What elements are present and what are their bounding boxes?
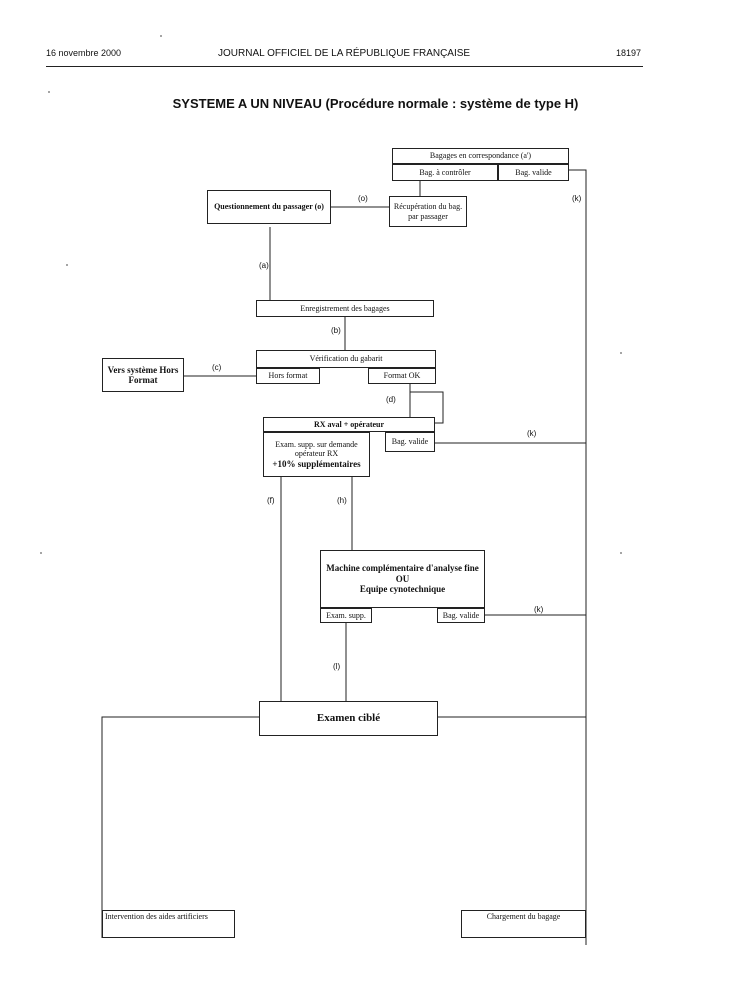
node-verification: Vérification du gabarit xyxy=(256,350,436,368)
edge-label-k-low: (k) xyxy=(534,605,544,614)
machine-line1: Machine complémentaire d'analyse fine xyxy=(326,563,479,574)
node-bag-valide-rx: Bag. valide xyxy=(385,432,435,452)
node-bag-valide-machine: Bag. valide xyxy=(437,608,485,623)
node-examen-cible: Examen ciblé xyxy=(259,701,438,736)
header-date: 16 novembre 2000 xyxy=(46,48,122,58)
node-exam-supp-demande: Exam. supp. sur demande opérateur RX +10… xyxy=(263,432,370,477)
edge-label-d: (d) xyxy=(386,395,396,404)
scan-speck xyxy=(48,91,50,93)
machine-line3: Equipe cynotechnique xyxy=(359,584,446,595)
node-bag-valide-top: Bag. valide xyxy=(498,164,569,181)
node-intervention: Intervention des aides artificiers xyxy=(102,910,235,938)
page-title: SYSTEME A UN NIVEAU (Procédure normale :… xyxy=(172,96,579,111)
header-rule xyxy=(46,66,643,67)
scan-speck xyxy=(66,264,68,266)
plus-10-text: +10% supplémentaires xyxy=(272,458,361,469)
node-exam-supp-machine: Exam. supp. xyxy=(320,608,372,623)
edge-label-b: (b) xyxy=(331,326,341,335)
scan-speck xyxy=(620,352,622,354)
exam-supp-demande-text: Exam. supp. sur demande opérateur RX xyxy=(275,440,358,459)
edge-label-k-top: (k) xyxy=(572,194,582,203)
node-rx-aval: RX aval + opérateur xyxy=(263,417,435,432)
machine-ou: OU xyxy=(395,573,410,584)
node-bagages-correspondance: Bagages en correspondance (a') xyxy=(392,148,569,164)
edge-label-o: (o) xyxy=(358,194,368,203)
scan-speck xyxy=(160,35,162,37)
node-enregistrement: Enregistrement des bagages xyxy=(256,300,434,317)
edge-label-c: (c) xyxy=(212,363,222,372)
node-format-ok: Format OK xyxy=(368,368,436,384)
scan-speck xyxy=(40,552,42,554)
header-journal: JOURNAL OFFICIEL DE LA RÉPUBLIQUE FRANÇA… xyxy=(218,48,471,59)
node-chargement: Chargement du bagage xyxy=(461,910,586,938)
edge-label-l: (l) xyxy=(333,662,341,671)
edge-label-a: (a) xyxy=(259,261,269,270)
scan-speck xyxy=(620,552,622,554)
node-machine: Machine complémentaire d'analyse fine OU… xyxy=(320,550,485,608)
edge-label-f: (f) xyxy=(267,496,275,505)
node-vers-systeme: Vers système Hors Format xyxy=(102,358,184,392)
node-questionnement: Questionnement du passager (o) xyxy=(207,190,331,224)
node-bag-a-controler: Bag. à contrôler xyxy=(392,164,498,181)
edge-label-h: (h) xyxy=(337,496,347,505)
node-recuperation: Récupération du bag. par passager xyxy=(389,196,467,227)
edge-label-k-mid: (k) xyxy=(527,429,537,438)
node-hors-format: Hors format xyxy=(256,368,320,384)
header-page-number: 18197 xyxy=(616,48,642,58)
